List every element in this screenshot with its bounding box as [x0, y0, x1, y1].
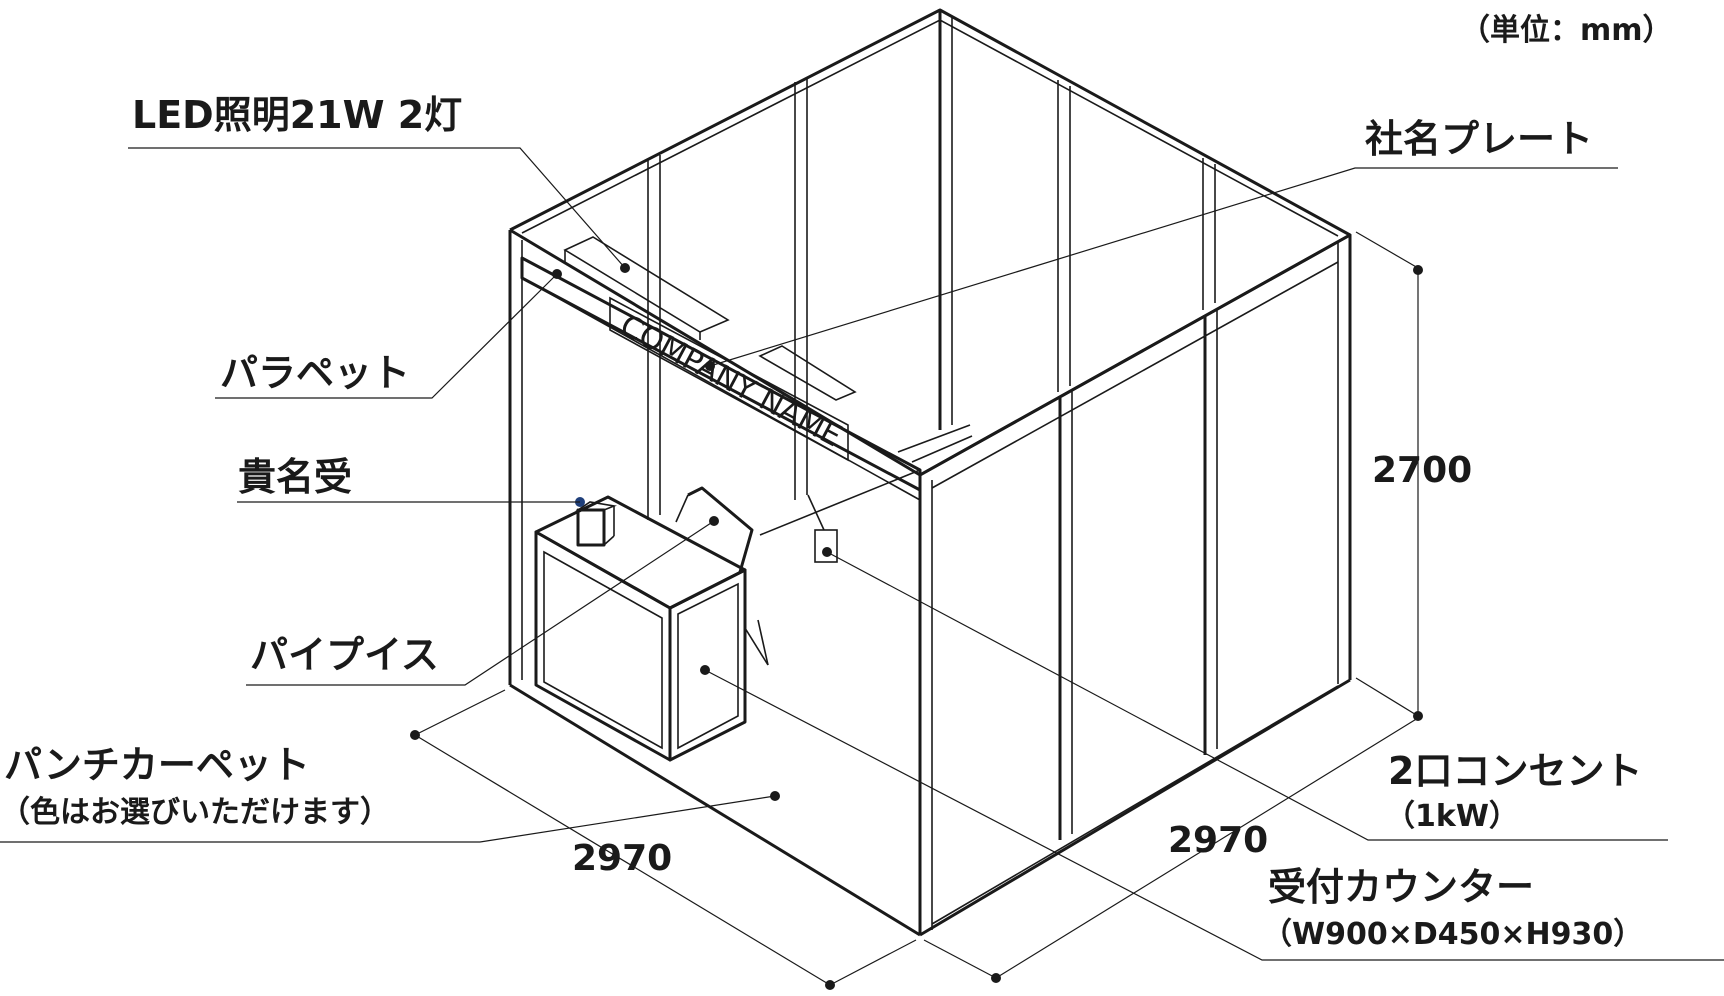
width-right-dimension: 2970 — [1168, 820, 1268, 861]
dimension-lines — [410, 231, 1423, 990]
booth-frame — [508, 8, 1352, 937]
led-label: LED照明21W 2灯 — [132, 93, 462, 137]
company-plate-text: COMPANY NAME — [614, 308, 847, 454]
counter-label: 受付カウンター — [1268, 865, 1534, 909]
counter-note: （W900×D450×H930） — [1262, 917, 1643, 952]
parapet-label: パラペット — [220, 351, 410, 395]
unit-note: （単位：mm） — [1460, 13, 1673, 48]
height-dimension: 2700 — [1372, 450, 1472, 491]
company-plate: COMPANY NAME — [609, 296, 849, 462]
outlet-note: （1kW） — [1385, 799, 1519, 834]
carpet-note: （色はお選びいただけます） — [0, 795, 390, 830]
chair-label: パイプイス — [250, 633, 439, 677]
outlet — [807, 494, 838, 563]
carpet-label: パンチカーペット — [4, 743, 310, 787]
name-holder-box — [575, 497, 617, 547]
name-holder-label: 貴名受 — [238, 455, 352, 499]
labels: （単位：mm） LED照明21W 2灯 社名プレート パラペット 貴名受 パイプ… — [0, 13, 1673, 952]
width-left-dimension: 2970 — [572, 838, 672, 879]
outlet-label: 2口コンセント — [1388, 749, 1642, 793]
pipe-chair — [675, 486, 769, 666]
led-light-fixture — [563, 236, 857, 401]
parapet — [520, 256, 922, 501]
leader-lines — [0, 147, 1724, 961]
plate-label: 社名プレート — [1365, 117, 1593, 161]
